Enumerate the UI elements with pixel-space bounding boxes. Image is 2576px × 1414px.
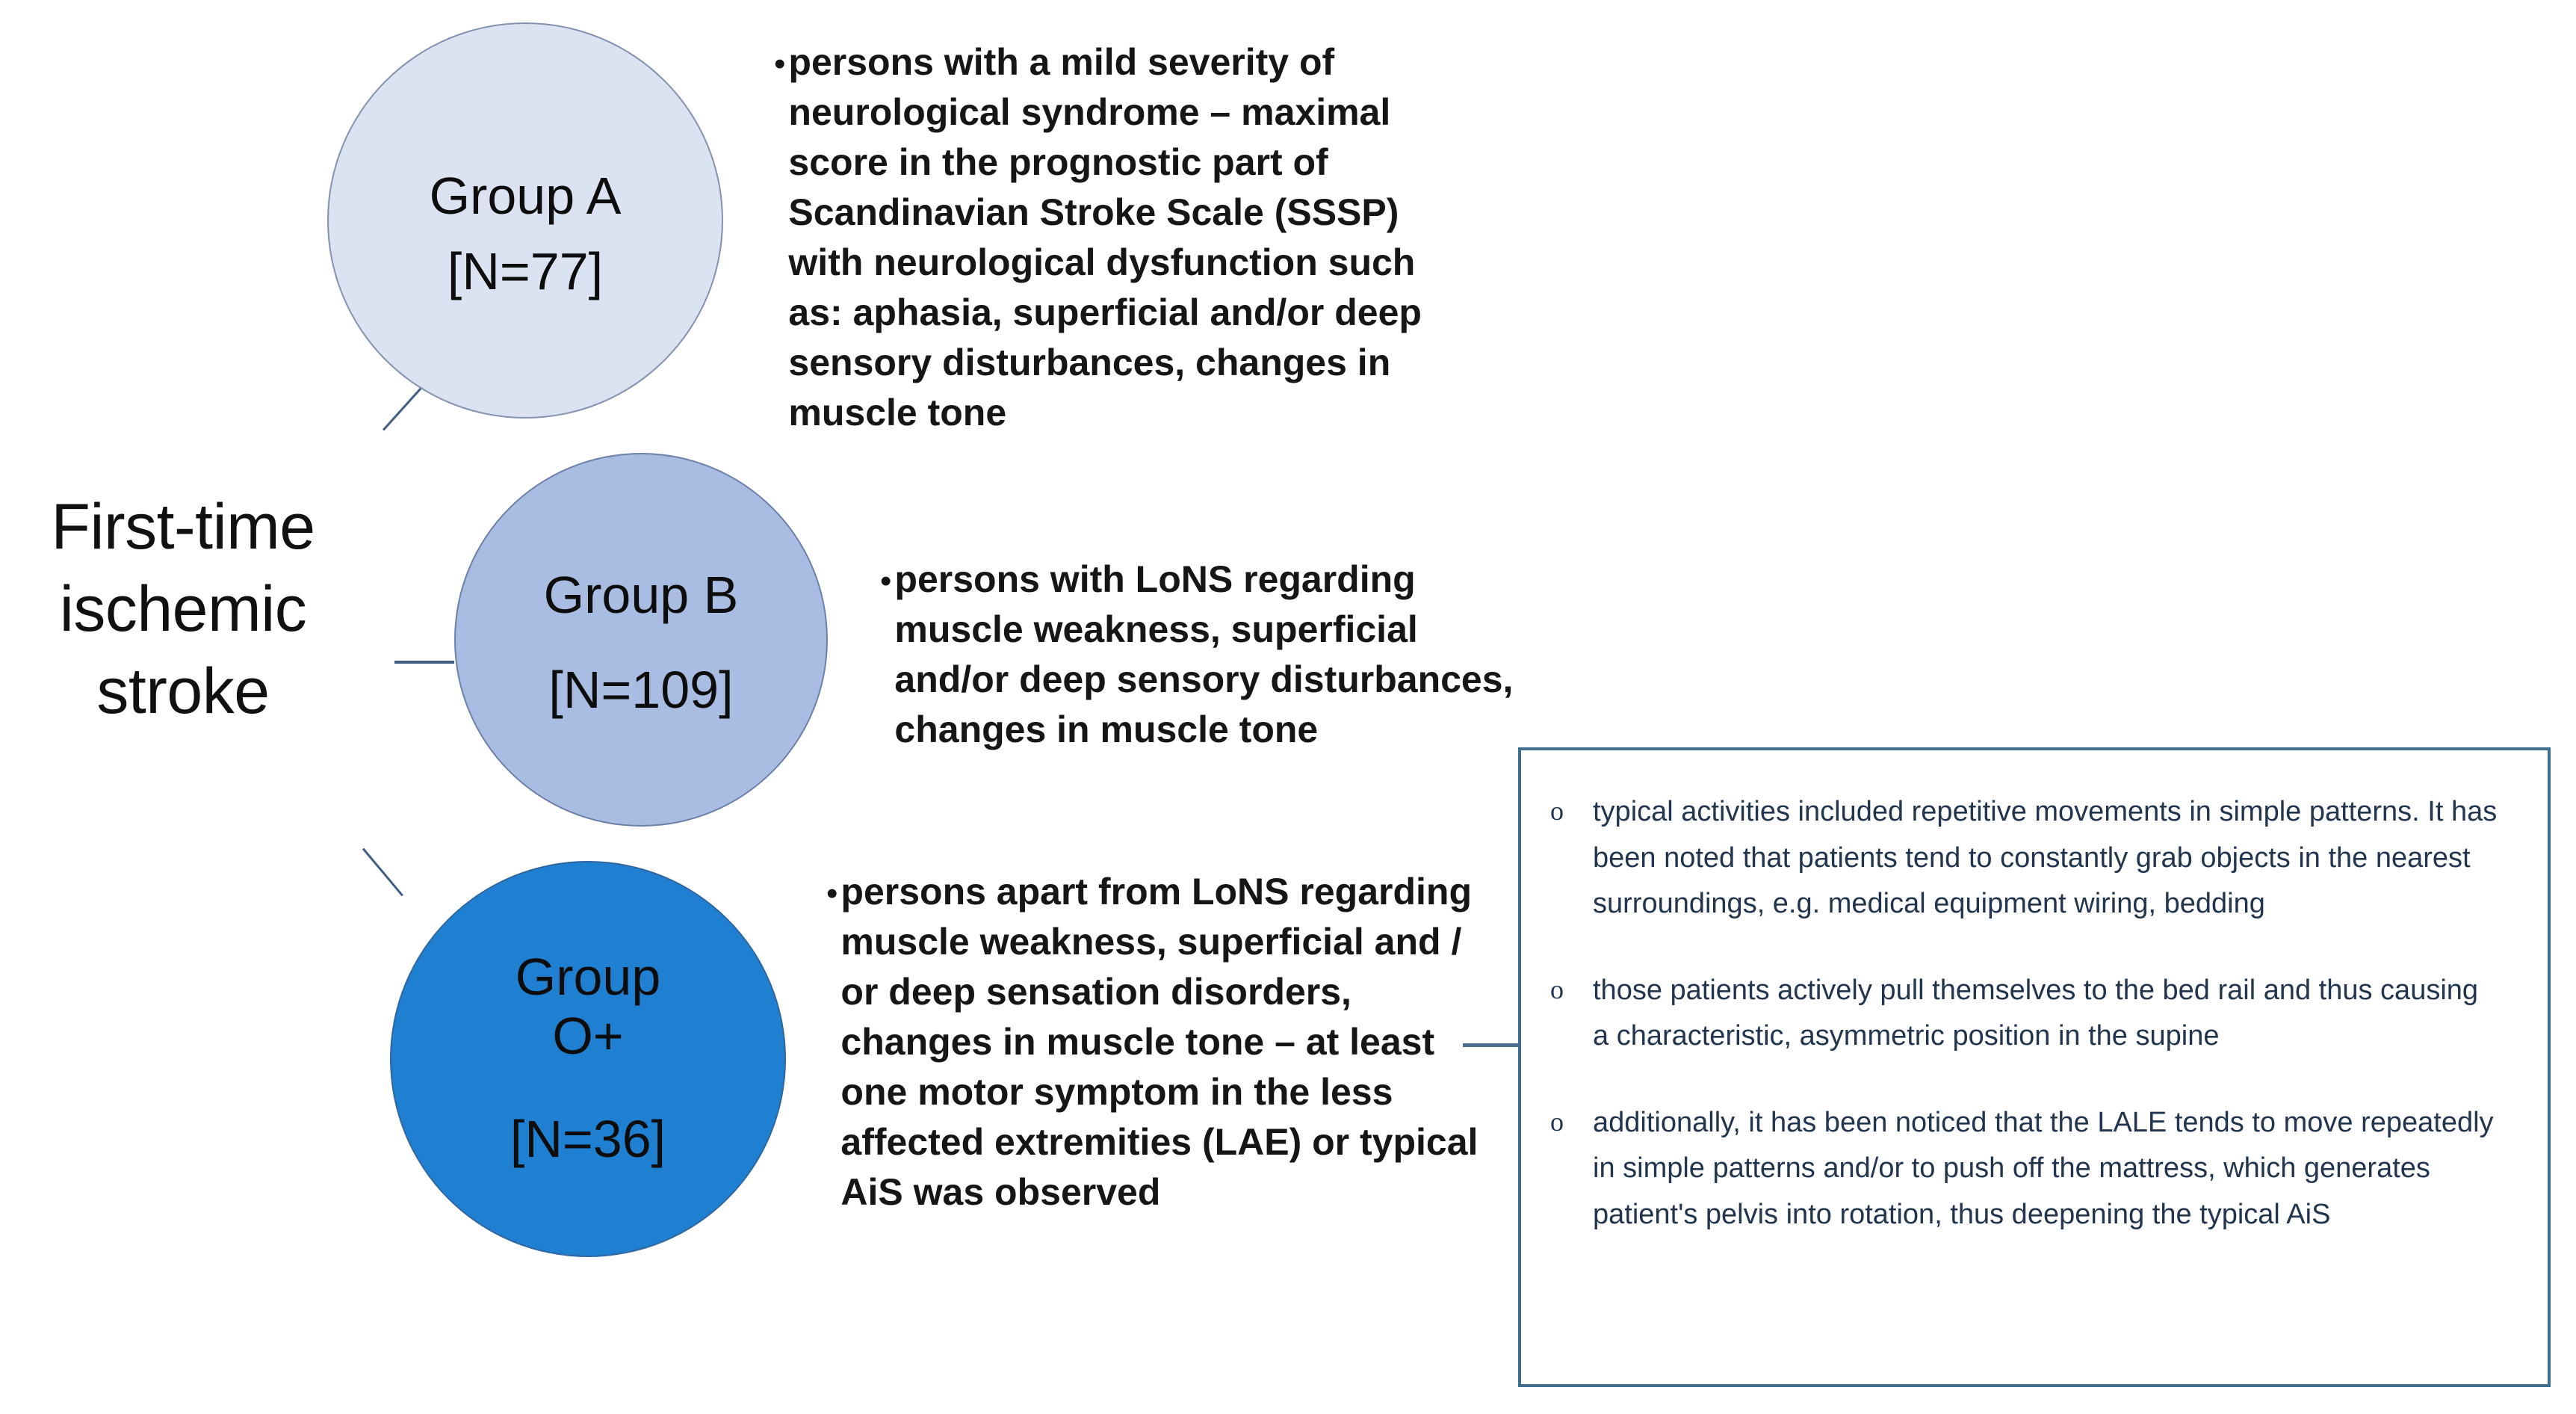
group-b-description: • persons with LoNS regarding muscle wea… [880,555,1538,755]
group-a-name: Group A [429,167,622,226]
group-b-circle: Group B [N=109] [454,453,828,827]
observation-item-text-3: additionally, it has been noticed that t… [1593,1106,2494,1230]
observation-item: o those patients actively pull themselve… [1521,968,2518,1060]
group-b-name: Group B [543,566,739,625]
root-label-line-2: ischemic [59,573,307,646]
group-o-circle-content: Group O+ [N=36] [510,948,666,1170]
group-a-count: [N=77] [447,242,604,300]
group-a-circle-content: Group A [N=77] [430,165,622,302]
bullet-dot-icon: • [826,875,838,912]
connector-root-to-group-b [394,661,454,664]
observations-info-box: o typical activities included repetitive… [1518,747,2551,1387]
root-label-line-3: stroke [96,655,270,728]
group-a-description-text: persons with a mild severity of neurolog… [788,41,1422,433]
group-o-description-text: persons apart from LoNS regarding muscle… [840,871,1479,1213]
root-label: First-time ischemic stroke [7,486,359,732]
bullet-dot-icon: • [880,563,892,599]
observation-item: o additionally, it has been noticed that… [1521,1100,2518,1238]
group-o-description: • persons apart from LoNS regarding musc… [826,867,1484,1217]
observation-item-text-2: those patients actively pull themselves … [1593,974,2479,1052]
group-o-name-line-1: Group [515,948,661,1007]
group-o-circle: Group O+ [N=36] [390,861,786,1257]
bullet-dot-icon: • [774,46,786,82]
group-a-description: • persons with a mild severity of neurol… [774,37,1446,438]
group-b-description-text: persons with LoNS regarding muscle weakn… [894,558,1514,750]
group-o-name-line-2: O+ [552,1006,624,1065]
root-label-line-1: First-time [51,491,315,563]
connector-root-to-group-o [362,848,403,897]
circle-bullet-icon: o [1550,974,1564,1004]
circle-bullet-icon: o [1550,1106,1564,1137]
group-b-circle-content: Group B [N=109] [544,564,739,720]
group-b-count: [N=109] [548,661,734,719]
observation-item-text-1: typical activities included repetitive m… [1593,796,2498,920]
connector-group-o-to-info-box [1463,1043,1521,1047]
circle-bullet-icon: o [1550,796,1564,826]
group-o-count: [N=36] [510,1110,666,1169]
group-a-circle: Group A [N=77] [327,22,723,419]
connector-root-to-group-a [382,386,424,431]
observation-item: o typical activities included repetitive… [1521,789,2518,927]
